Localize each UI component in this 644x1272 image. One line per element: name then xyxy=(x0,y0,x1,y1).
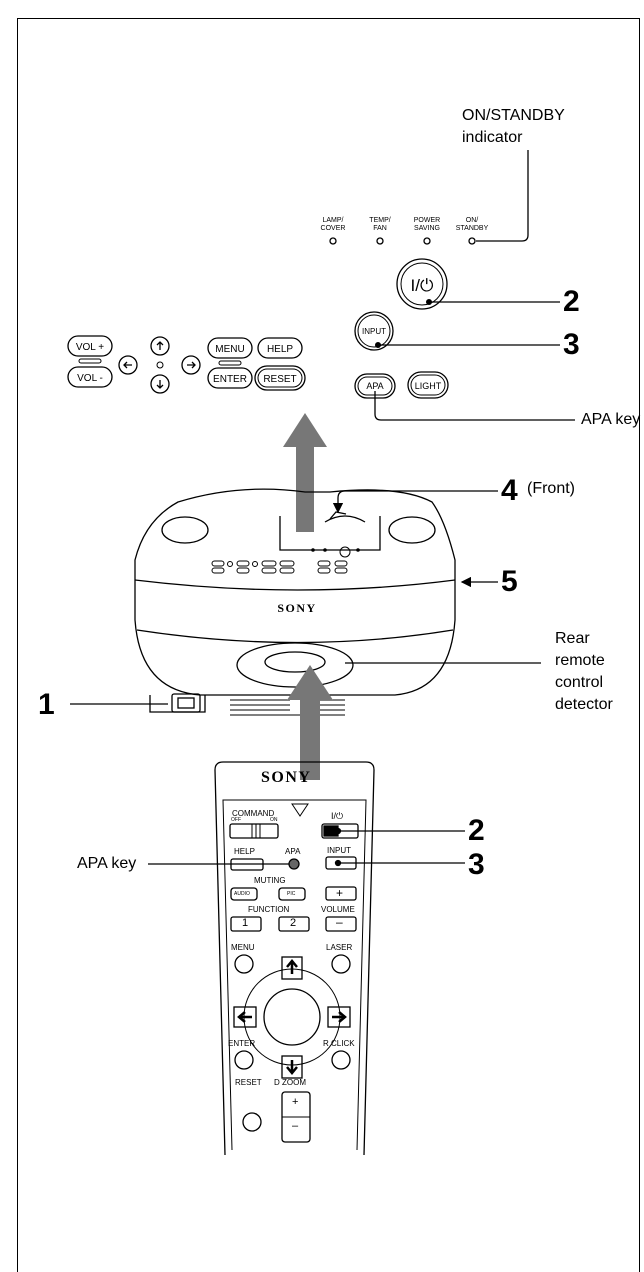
on-standby-led xyxy=(468,237,476,245)
remote-reset-label: RESET xyxy=(235,1078,262,1087)
remote-minus-label: – xyxy=(336,915,343,929)
remote-laser-label: LASER xyxy=(326,943,353,952)
svg-text:ENTER: ENTER xyxy=(213,374,247,385)
remote-enter-label: ENTER xyxy=(228,1039,256,1048)
svg-text:APA: APA xyxy=(366,381,383,391)
svg-text:HELP: HELP xyxy=(267,344,293,355)
remote-rclick-label: R CLICK xyxy=(323,1039,355,1048)
callout-3: 3 xyxy=(563,328,580,361)
indicator-lamp-cover-label: LAMP/COVER xyxy=(321,217,346,232)
callout-remote-3: 3 xyxy=(468,848,485,881)
panel-light-key[interactable] xyxy=(407,371,449,399)
menu-key[interactable] xyxy=(207,337,253,359)
panel-input-key-label: INPUT xyxy=(362,327,386,336)
apa-key-label-left: APA key xyxy=(77,855,137,872)
callout-2: 2 xyxy=(563,285,580,318)
callout-5: 5 xyxy=(501,565,518,598)
remote-command-label: COMMAND xyxy=(232,809,275,818)
remote-volume-minus-key[interactable] xyxy=(325,916,357,932)
indicator-temp-fan-label: TEMP/FAN xyxy=(369,217,390,232)
remote-volume-plus-key[interactable] xyxy=(325,886,357,901)
indicator-on-standby-label: ON/STANDBY xyxy=(456,217,489,232)
projector-brand-logo: SONY xyxy=(277,601,316,615)
remote-dzoom-label: D ZOOM xyxy=(274,1078,306,1087)
svg-text:VOL +: VOL + xyxy=(76,342,104,353)
up-arrow-key[interactable] xyxy=(150,336,170,356)
vol-plus-key[interactable] xyxy=(67,335,113,357)
remote-audio-label: AUDIO xyxy=(234,891,250,897)
remote-laser-key[interactable] xyxy=(331,954,351,974)
remote-pic-key[interactable] xyxy=(278,887,306,901)
panel-input-key[interactable] xyxy=(354,311,394,351)
front-label: (Front) xyxy=(527,480,575,497)
command-switch[interactable] xyxy=(229,823,279,839)
remote-help-label: HELP xyxy=(234,847,255,856)
right-arrow-key[interactable] xyxy=(181,355,201,375)
remote-menu-key[interactable] xyxy=(234,954,254,974)
reset-key[interactable] xyxy=(254,365,306,391)
svg-text:RESET: RESET xyxy=(263,374,296,385)
enter-key[interactable] xyxy=(207,367,253,389)
remote-audio-key[interactable] xyxy=(230,887,258,901)
remote-pic-label: PIC xyxy=(287,891,296,897)
callout-4: 4 xyxy=(501,474,518,507)
leader-front xyxy=(332,490,498,514)
remote-f2-label: 2 xyxy=(290,917,297,929)
on-standby-leader xyxy=(476,150,529,242)
remote-reset-key[interactable] xyxy=(242,1112,262,1132)
rear-remote-detector-label: Rear remote control detector xyxy=(555,630,613,713)
down-arrow-key[interactable] xyxy=(150,374,170,394)
svg-text:MENU: MENU xyxy=(215,344,244,355)
remote-function-1-key[interactable] xyxy=(230,916,262,932)
remote-function-label: FUNCTION xyxy=(248,905,290,914)
remote-commander xyxy=(214,761,375,1156)
remote-apa-label: APA xyxy=(285,847,301,856)
callout-1: 1 xyxy=(38,688,55,721)
help-key[interactable] xyxy=(257,337,303,359)
power-saving-led xyxy=(423,237,431,245)
lamp-cover-led xyxy=(329,237,337,245)
remote-up-key[interactable] xyxy=(281,956,303,980)
panel-power-key-label: I/⏻ xyxy=(411,276,434,295)
remote-brand-logo: SONY xyxy=(261,769,312,786)
apa-key-label-right: APA key xyxy=(581,411,641,428)
remote-rclick-key[interactable] xyxy=(331,1050,351,1070)
left-arrow-key[interactable] xyxy=(118,355,138,375)
page-frame xyxy=(17,18,640,1272)
detector-arrow-graphic xyxy=(287,665,333,780)
panel-keys-cluster: VOL + VOL - MENU ENTER HELP RESET xyxy=(67,335,306,394)
remote-off-label: OFF xyxy=(231,817,241,823)
remote-volume-label: VOLUME xyxy=(321,905,355,914)
remote-input-label: INPUT xyxy=(327,846,351,855)
remote-right-key[interactable] xyxy=(327,1006,351,1028)
remote-enter-key[interactable] xyxy=(234,1050,254,1070)
remote-joystick[interactable] xyxy=(263,988,321,1046)
temp-fan-led xyxy=(376,237,384,245)
remote-muting-label: MUTING xyxy=(254,876,286,885)
remote-down-key[interactable] xyxy=(281,1055,303,1079)
svg-text:LIGHT: LIGHT xyxy=(415,381,442,391)
on-standby-indicator-label: ON/STANDBY indicator xyxy=(462,107,565,146)
callout-remote-2: 2 xyxy=(468,814,485,847)
remote-plus-label: + xyxy=(336,886,344,900)
remote-f1-label: 1 xyxy=(242,917,249,929)
panel-power-key[interactable] xyxy=(396,258,448,310)
up-arrow-graphic xyxy=(283,413,327,532)
remote-on-label: ON xyxy=(270,817,278,823)
vol-minus-key[interactable] xyxy=(67,366,113,388)
remote-zoom-minus-label: – xyxy=(292,1120,299,1132)
remote-apa-key[interactable] xyxy=(288,858,300,870)
remote-menu-label: MENU xyxy=(231,943,255,952)
remote-power-label: I/⏻ xyxy=(331,811,344,821)
remote-left-key[interactable] xyxy=(233,1006,257,1028)
remote-zoom-plus-label: + xyxy=(292,1096,299,1108)
projector-illustration xyxy=(134,488,456,716)
remote-function-2-key[interactable] xyxy=(278,916,310,932)
svg-text:VOL -: VOL - xyxy=(77,373,103,384)
